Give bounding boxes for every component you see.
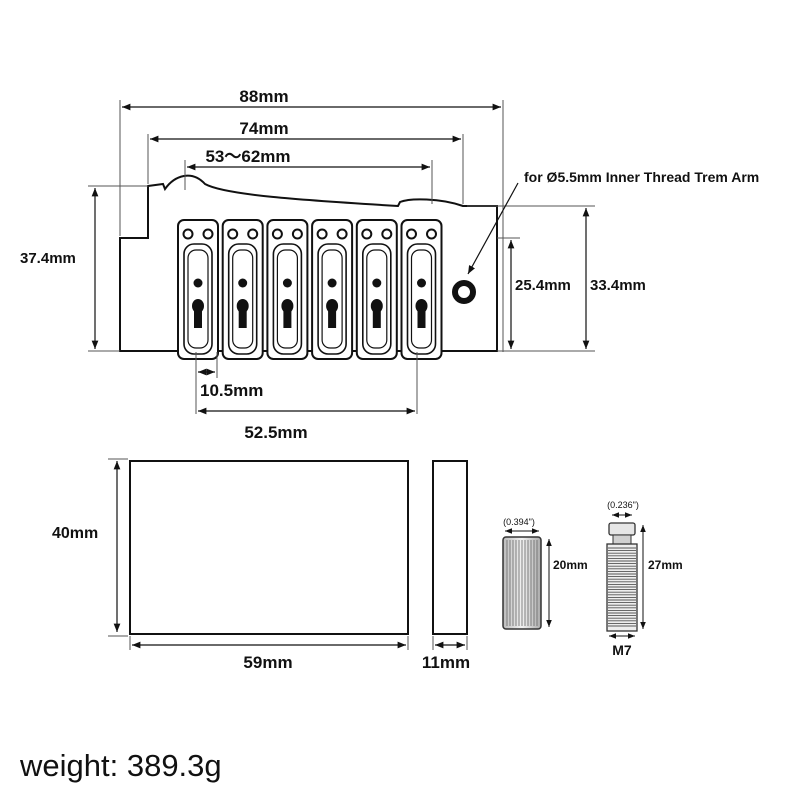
label-post-spacing: 74mm [239,119,288,138]
label-block-height: 40mm [52,525,98,542]
label-bushing-diameter: (0.394") [503,517,535,527]
label-saddle-width: 10.5mm [200,381,263,400]
saddle [400,219,443,360]
label-stud-diameter: (0.236") [607,500,639,510]
label-stud-length: 27mm [648,558,683,572]
label-block-thickness: 11mm [422,653,470,672]
label-stud-thread: M7 [612,642,632,658]
label-overall-width: 88mm [239,87,288,106]
saddle [355,219,398,360]
label-adjust-range: 53～62mm [205,147,290,166]
trem-arm-hole [452,280,476,304]
bushing [502,536,542,630]
label-height-mid: 25.4mm [515,277,571,294]
stud [606,522,638,632]
weight-label: weight: 389.3g [20,748,222,783]
label-block-length: 59mm [243,653,292,672]
sustain-block-side [432,460,468,635]
saddle [221,219,264,360]
saddle [177,219,219,360]
sustain-block-front [129,460,409,635]
saddles [177,219,443,360]
label-bushing-length: 20mm [553,558,588,572]
label-trem-arm-note: for Ø5.5mm Inner Thread Trem Arm [524,169,759,185]
saddle [266,219,309,360]
label-saddle-span: 52.5mm [244,423,307,442]
trem-arm-leader [467,182,519,275]
saddle [311,219,354,360]
label-height-left: 37.4mm [20,250,76,267]
label-height-right: 33.4mm [590,277,646,294]
